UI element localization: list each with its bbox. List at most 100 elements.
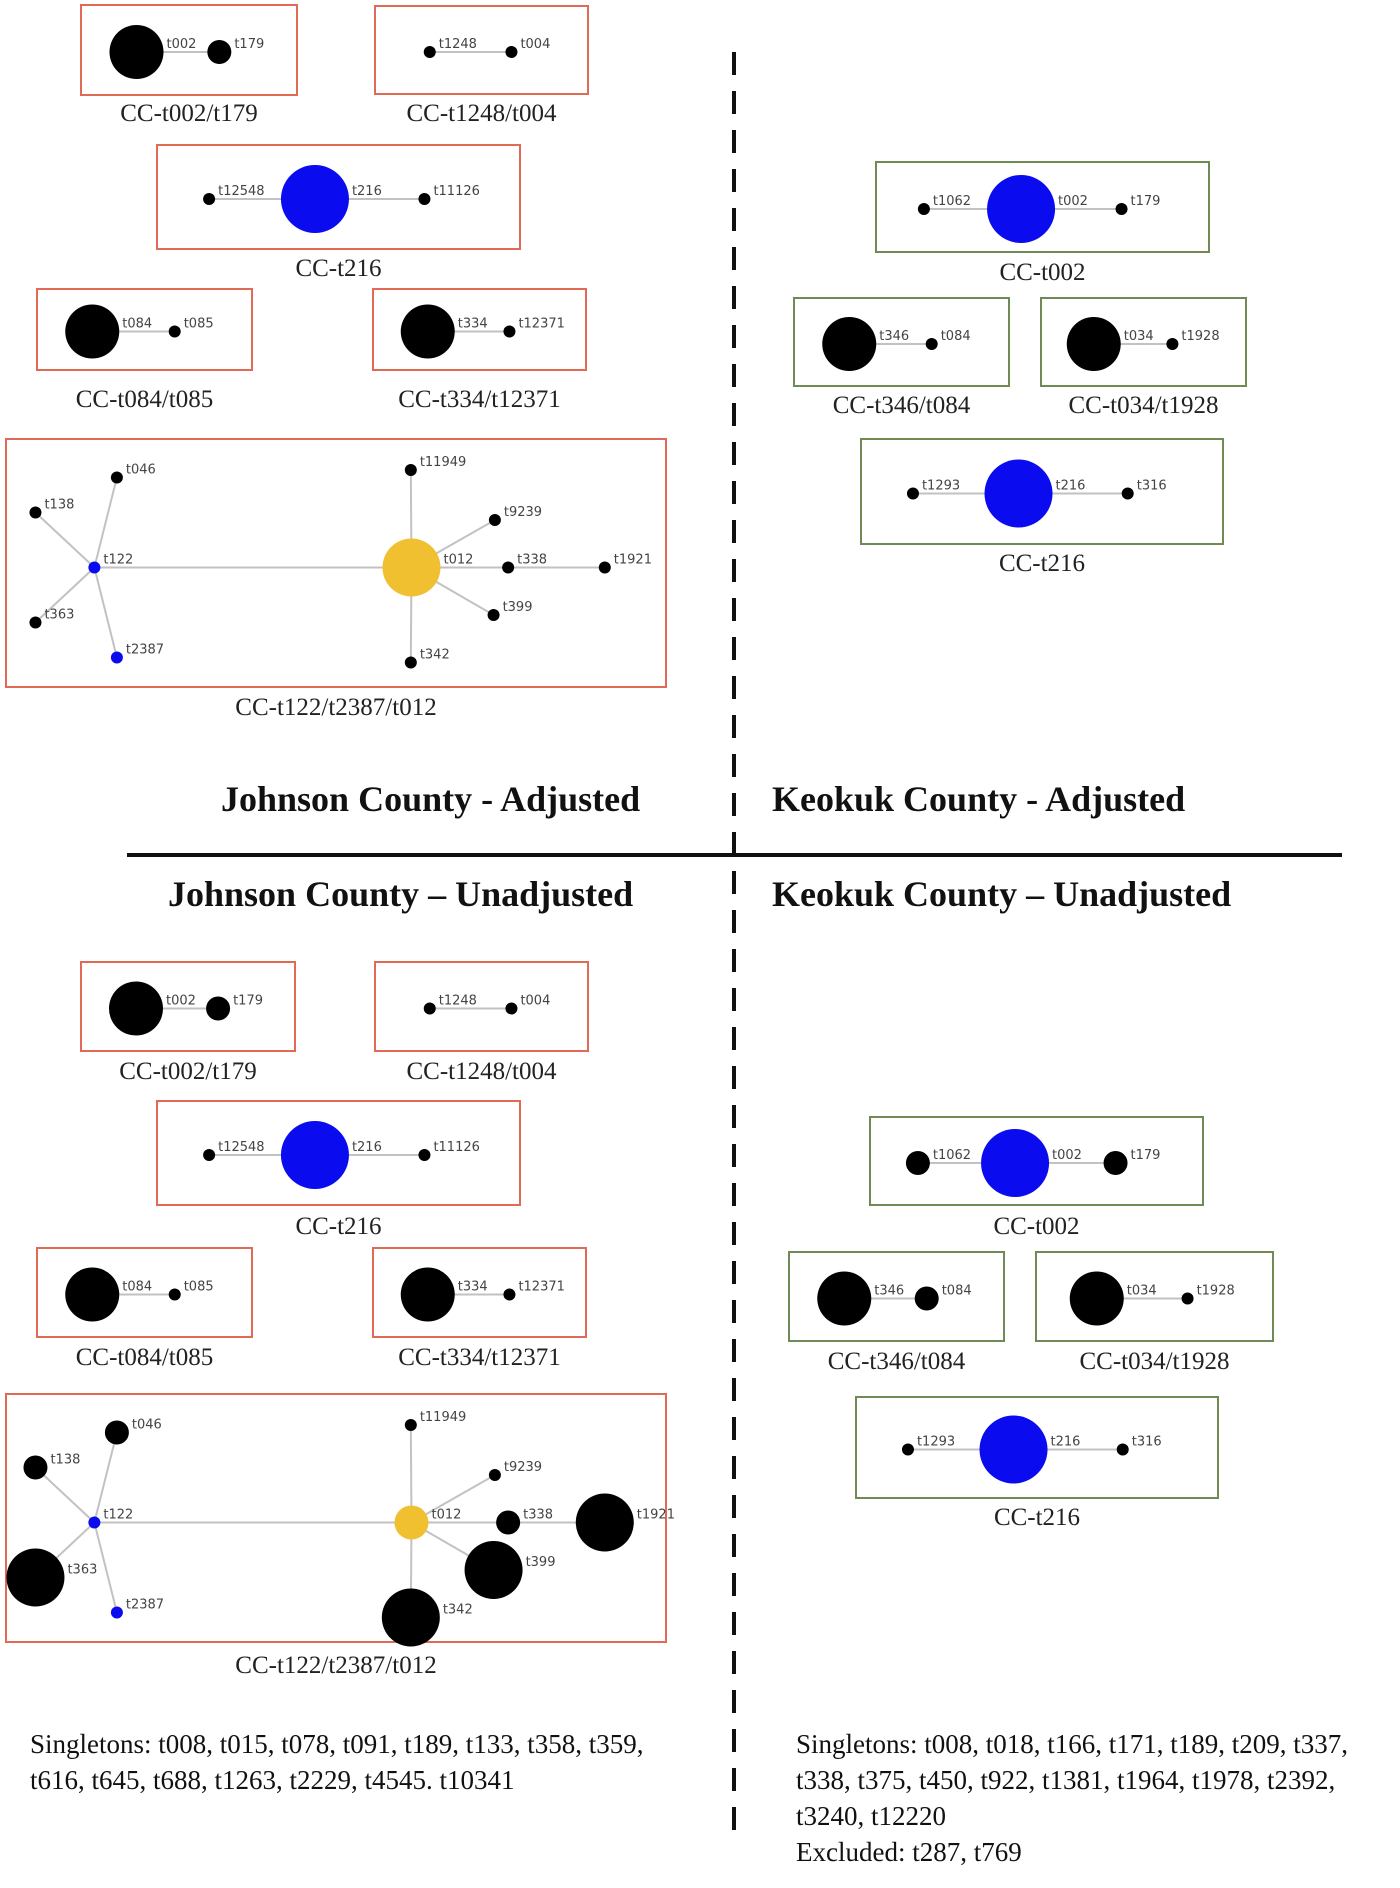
node-label: t122 (103, 553, 133, 568)
node-label: t012 (431, 1508, 461, 1523)
cluster-label: CC-t034/t1928 (1079, 1348, 1230, 1375)
node-t334 (400, 1267, 455, 1322)
node-label: t085 (184, 317, 214, 332)
cluster-label: CC-t346/t084 (832, 392, 971, 419)
node-label: t084 (122, 317, 152, 332)
node-t1928 (1166, 338, 1179, 350)
node-t179 (206, 996, 231, 1021)
cluster-box: t1293 t216 t316 (860, 438, 1224, 545)
node-t334 (400, 304, 455, 359)
node-label: t2387 (126, 643, 164, 658)
node-label: t179 (233, 994, 263, 1009)
cluster-network: t084 t085 (65, 304, 214, 359)
node-label: t179 (234, 37, 264, 52)
node-t338 (502, 561, 515, 574)
node-t179 (1103, 1151, 1128, 1175)
edge (93, 477, 118, 568)
node-label: t9239 (504, 1460, 542, 1475)
node-label: t12371 (518, 317, 564, 332)
node-label: t138 (50, 1453, 80, 1468)
node-label: t084 (942, 1284, 972, 1299)
edge (34, 1466, 96, 1524)
node-label: t1248 (439, 37, 477, 52)
cluster-label: CC-t1248/t004 (406, 1058, 557, 1085)
node-label: t216 (1056, 479, 1086, 494)
node-t012 (394, 1505, 429, 1540)
cluster-label: CC-t1248/t004 (406, 100, 557, 127)
node-label: t346 (874, 1284, 904, 1299)
node-label: t12548 (218, 184, 264, 199)
node-t122 (88, 561, 101, 574)
node-label: t046 (126, 463, 156, 478)
node-label: t342 (443, 1603, 473, 1618)
node-label: t084 (122, 1280, 152, 1295)
node-t342 (381, 1588, 440, 1647)
node-label: t1928 (1197, 1284, 1235, 1299)
node-label: t363 (44, 608, 74, 623)
node-label: t138 (44, 498, 74, 513)
node-t012 (382, 538, 441, 597)
node-label: t1248 (439, 994, 477, 1009)
node-label: t1062 (933, 194, 971, 209)
node-label: t11126 (433, 184, 479, 199)
cluster-label: CC-t122/t2387/t012 (235, 1652, 437, 1679)
node-t11949 (404, 1419, 417, 1431)
node-t002 (981, 1129, 1050, 1197)
node-t046 (104, 1420, 129, 1445)
edge (93, 1432, 118, 1523)
node-t346 (817, 1271, 872, 1326)
node-label: t1293 (922, 479, 960, 494)
cluster-box: t084 t085 (36, 288, 253, 371)
node-label: t11949 (420, 455, 466, 470)
node-label: t216 (352, 1140, 382, 1155)
edge (93, 1522, 118, 1613)
node-label: t1928 (1181, 329, 1219, 344)
node-t002 (987, 175, 1056, 243)
node-t179 (207, 40, 232, 64)
cluster-label: CC-t034/t1928 (1068, 392, 1219, 419)
node-label: t9239 (504, 505, 542, 520)
cluster-network: t1293 t216 t316 (906, 459, 1167, 528)
node-label: t316 (1137, 479, 1167, 494)
node-label: t084 (941, 329, 971, 344)
node-label: t363 (67, 1563, 97, 1578)
node-label: t1921 (637, 1508, 675, 1523)
node-t216 (979, 1415, 1048, 1484)
node-t046 (110, 471, 123, 484)
node-t216 (280, 165, 349, 233)
cluster-label: CC-t334/t12371 (398, 1344, 561, 1371)
keokuk-excluded: Excluded: t287, t769 (796, 1837, 1022, 1867)
node-t11126 (418, 1149, 431, 1161)
cluster-label: CC-t216 (295, 255, 382, 282)
node-t084 (925, 338, 938, 350)
node-label: t334 (458, 1280, 488, 1295)
cluster-label: CC-t002 (993, 1213, 1080, 1240)
node-t216 (984, 459, 1053, 528)
node-label: t399 (526, 1555, 556, 1570)
node-t363 (6, 1548, 65, 1607)
cluster-network: t122t046t138t363t2387t012t11949t9239t338… (6, 1410, 675, 1647)
cluster-label: CC-t346/t084 (827, 1348, 966, 1375)
node-t342 (404, 656, 417, 669)
cluster-label: CC-t122/t2387/t012 (235, 694, 437, 721)
node-t085 (168, 1288, 181, 1301)
heading-johnson-unadjusted: Johnson County – Unadjusted (168, 874, 634, 914)
node-label: t1062 (933, 1148, 971, 1163)
node-label: t338 (523, 1508, 553, 1523)
node-t12548 (203, 193, 216, 205)
